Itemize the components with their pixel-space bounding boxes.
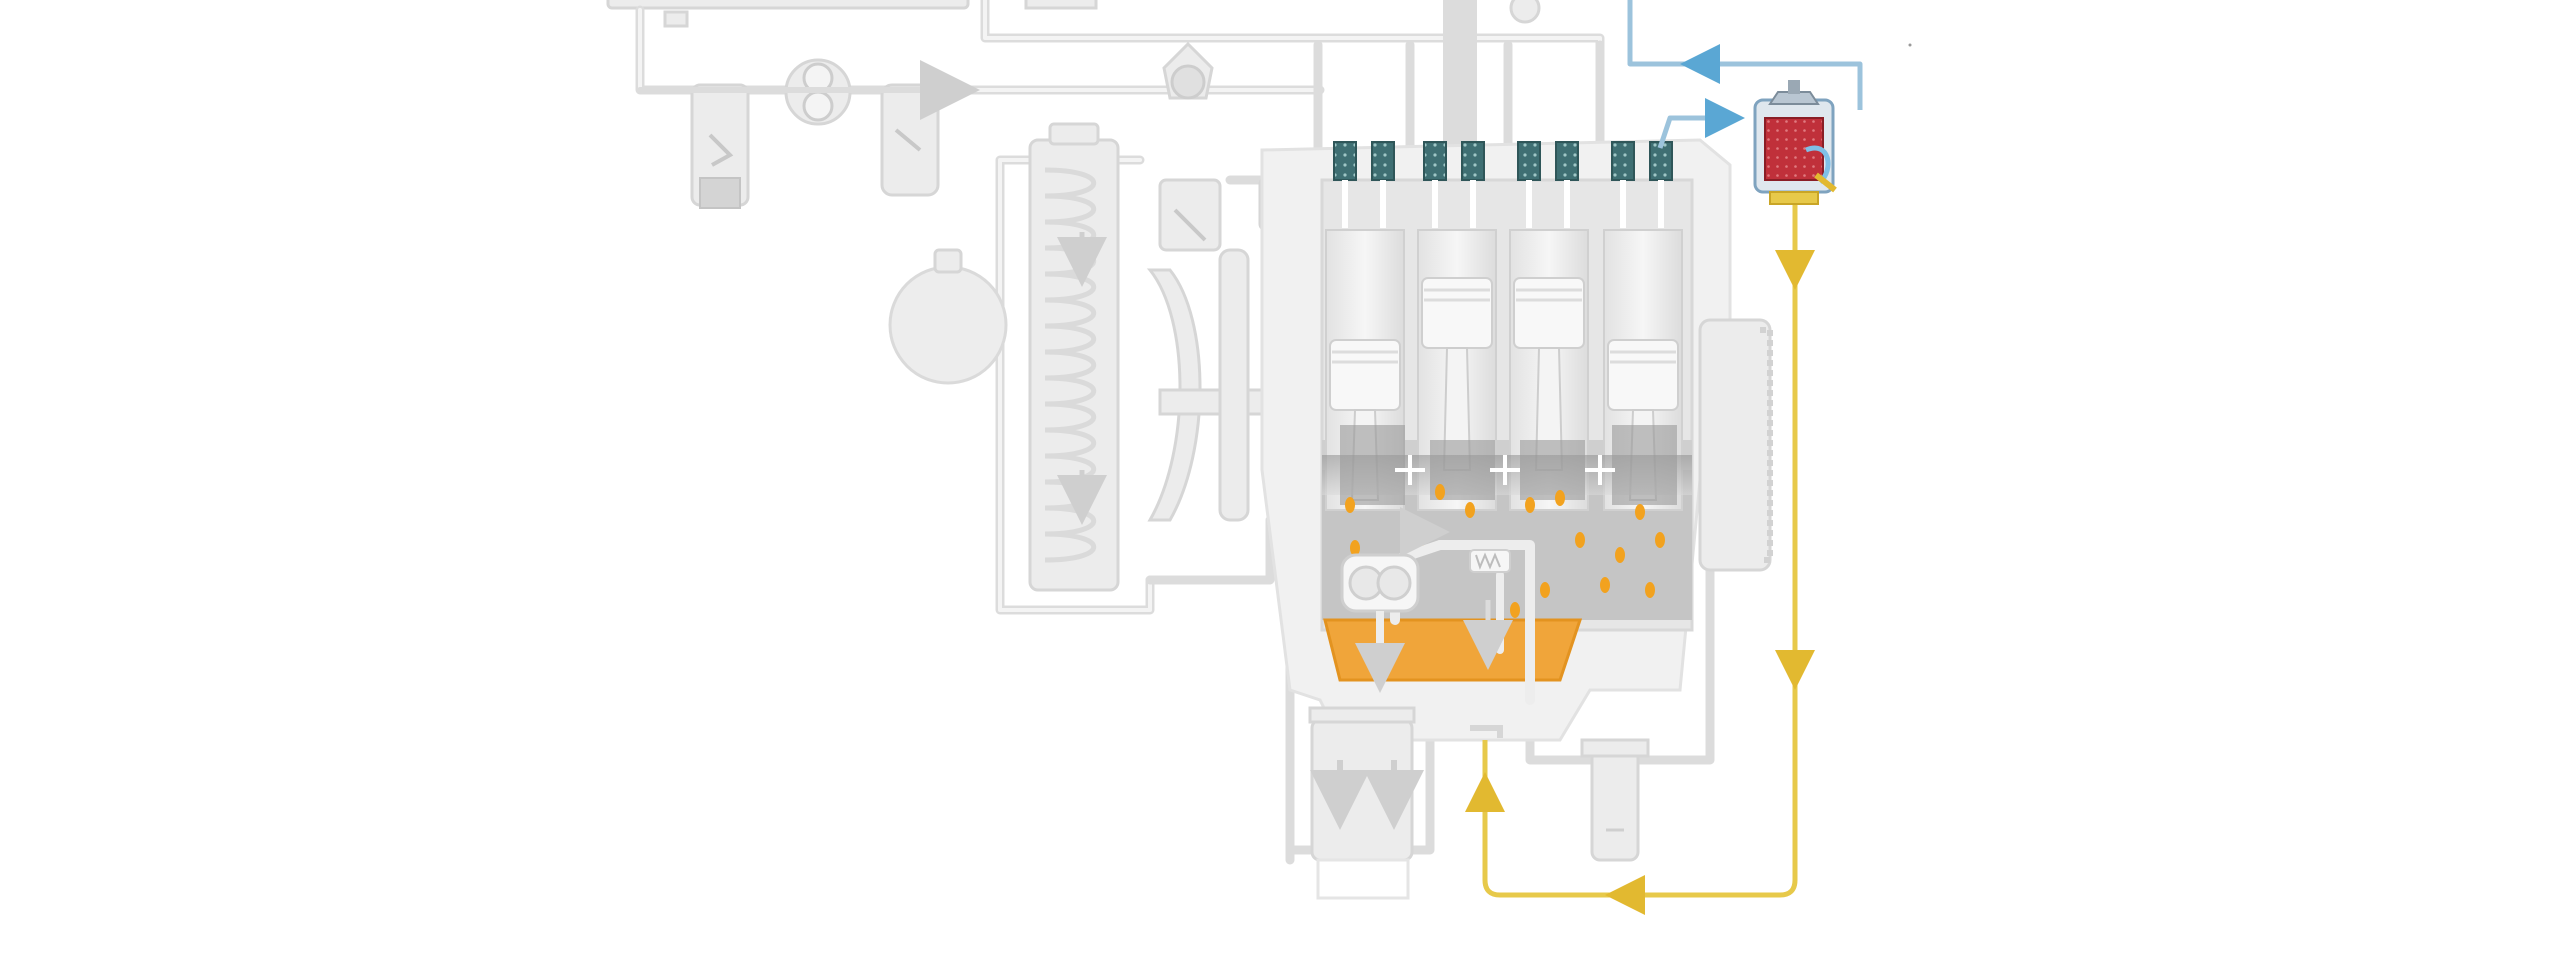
- secondary-filter-icon: [1580, 738, 1650, 862]
- oil-return-line: [1465, 205, 1815, 915]
- oil-pump-icon: [1340, 553, 1420, 655]
- radiator-icon: [1028, 122, 1120, 592]
- oil-mist-separator-icon: [1753, 80, 1837, 205]
- oil-reservoir-top-left: [606, 0, 970, 10]
- oil-filter-icon: [880, 83, 940, 197]
- pressure-valve-icon: [1463, 549, 1513, 670]
- valve-springs: [1333, 141, 1673, 181]
- thermostat-icon: [1158, 178, 1222, 252]
- engine-block: [1260, 138, 1773, 742]
- flywheel-icon: [1698, 318, 1773, 572]
- blow-by-gas-line: [1627, 0, 1863, 149]
- oil-filter-left: [690, 83, 750, 209]
- crankshaft-icon: [1322, 425, 1692, 505]
- top-cover: [1024, 0, 1098, 10]
- expansion-tank-icon: [888, 248, 1008, 385]
- oil-sump: [1323, 618, 1583, 682]
- centrifugal-filter-icon: [1308, 706, 1424, 900]
- fan-hub-icon: [1162, 41, 1214, 100]
